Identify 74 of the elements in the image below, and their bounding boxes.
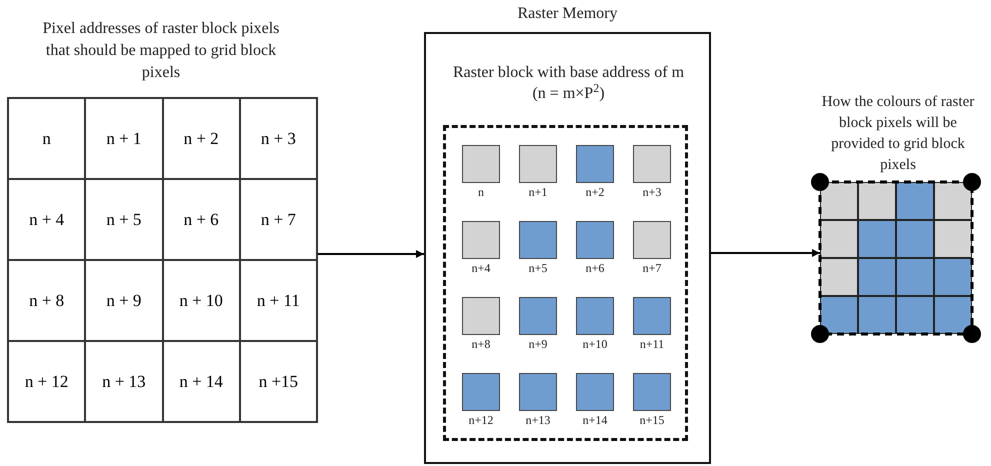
grid-pixel xyxy=(858,258,896,296)
pixel-square xyxy=(462,145,500,183)
table-cell: n + 8 xyxy=(8,260,86,341)
address-table xyxy=(7,97,318,423)
table-cell: n + 13 xyxy=(85,341,162,422)
grid-pixel xyxy=(820,182,858,220)
pixel-square xyxy=(462,297,500,335)
grid-pixel xyxy=(934,296,972,334)
grid-pixel xyxy=(896,220,934,258)
pixel-address: n+10 xyxy=(582,337,608,351)
grid-block xyxy=(820,182,972,334)
table-cell: n + 1 xyxy=(85,98,162,179)
grid-pixel xyxy=(896,296,934,334)
pixel-address: n+2 xyxy=(586,185,604,199)
table-cell: n xyxy=(8,98,86,179)
grid-pixel xyxy=(858,182,896,220)
pixel-address: n+9 xyxy=(528,337,548,351)
pixel-square xyxy=(633,221,671,259)
grid-pixel xyxy=(820,220,858,258)
pixel-square xyxy=(576,373,614,411)
pixel-address: n+13 xyxy=(526,413,550,427)
pixel-address: n+5 xyxy=(528,261,548,275)
grid-pixel xyxy=(858,296,896,334)
pixel-address: n+6 xyxy=(586,261,604,275)
pixel-address: n+1 xyxy=(528,185,548,199)
grid-pixel xyxy=(858,220,896,258)
table-cell: n + 3 xyxy=(240,98,317,179)
grid-pixel xyxy=(934,182,972,220)
pixel-square xyxy=(633,297,671,335)
pixel-address: n xyxy=(478,185,484,199)
table-cell: n + 5 xyxy=(85,179,162,260)
pixel-square xyxy=(633,373,671,411)
grid-pixel xyxy=(934,220,972,258)
pixel-square xyxy=(576,221,614,259)
pixel-square xyxy=(462,373,500,411)
grid-pixel xyxy=(820,258,858,296)
pixel-address: n+14 xyxy=(582,413,608,427)
pixel-address: n+8 xyxy=(472,337,490,351)
pixel-square xyxy=(519,297,557,335)
table-cell: n + 9 xyxy=(85,260,162,341)
grid-pixel xyxy=(896,258,934,296)
heading-text: Raster Memory xyxy=(516,4,618,24)
memory-box xyxy=(424,32,711,464)
heading-text: Pixel addresses of raster block pixels that should be mapped to grid block pixels xyxy=(42,19,280,83)
pixel-square xyxy=(519,221,557,259)
pixel-address: n+4 xyxy=(472,261,490,275)
pixel-square xyxy=(576,297,614,335)
raster-block xyxy=(443,125,688,441)
arrow xyxy=(318,250,424,258)
table-cell: n + 10 xyxy=(162,260,240,341)
pixel-square xyxy=(519,373,557,411)
pixel-address: n+12 xyxy=(468,413,494,427)
table-cell: n + 6 xyxy=(162,179,240,260)
pixel-square xyxy=(462,221,500,259)
table-cell: n + 12 xyxy=(8,341,86,422)
pixel-address: n+15 xyxy=(640,413,664,427)
arrow xyxy=(711,249,820,257)
block-heading: Raster block with base address of m (n = m×P$^{2}$) xyxy=(452,63,686,104)
grid-pixel xyxy=(820,296,858,334)
table-cell: n +15 xyxy=(240,341,317,422)
pixel-square xyxy=(633,145,671,183)
pixel-address: n+7 xyxy=(642,261,662,275)
table-cell: n + 11 xyxy=(240,260,317,341)
pixel-address: n+11 xyxy=(640,337,664,351)
table-cell: n + 4 xyxy=(8,179,86,260)
table-cell: n + 2 xyxy=(162,98,240,179)
pixel-square xyxy=(576,145,614,183)
grid-pixel xyxy=(896,182,934,220)
pixel-square xyxy=(519,145,557,183)
table-cell: n + 14 xyxy=(162,341,240,422)
pixel-address: n+3 xyxy=(642,185,662,199)
table-cell: n + 7 xyxy=(240,179,317,260)
grid-pixel xyxy=(934,258,972,296)
heading-text: How the colours of raster block pixels will be provided to grid block pixels xyxy=(820,93,976,175)
